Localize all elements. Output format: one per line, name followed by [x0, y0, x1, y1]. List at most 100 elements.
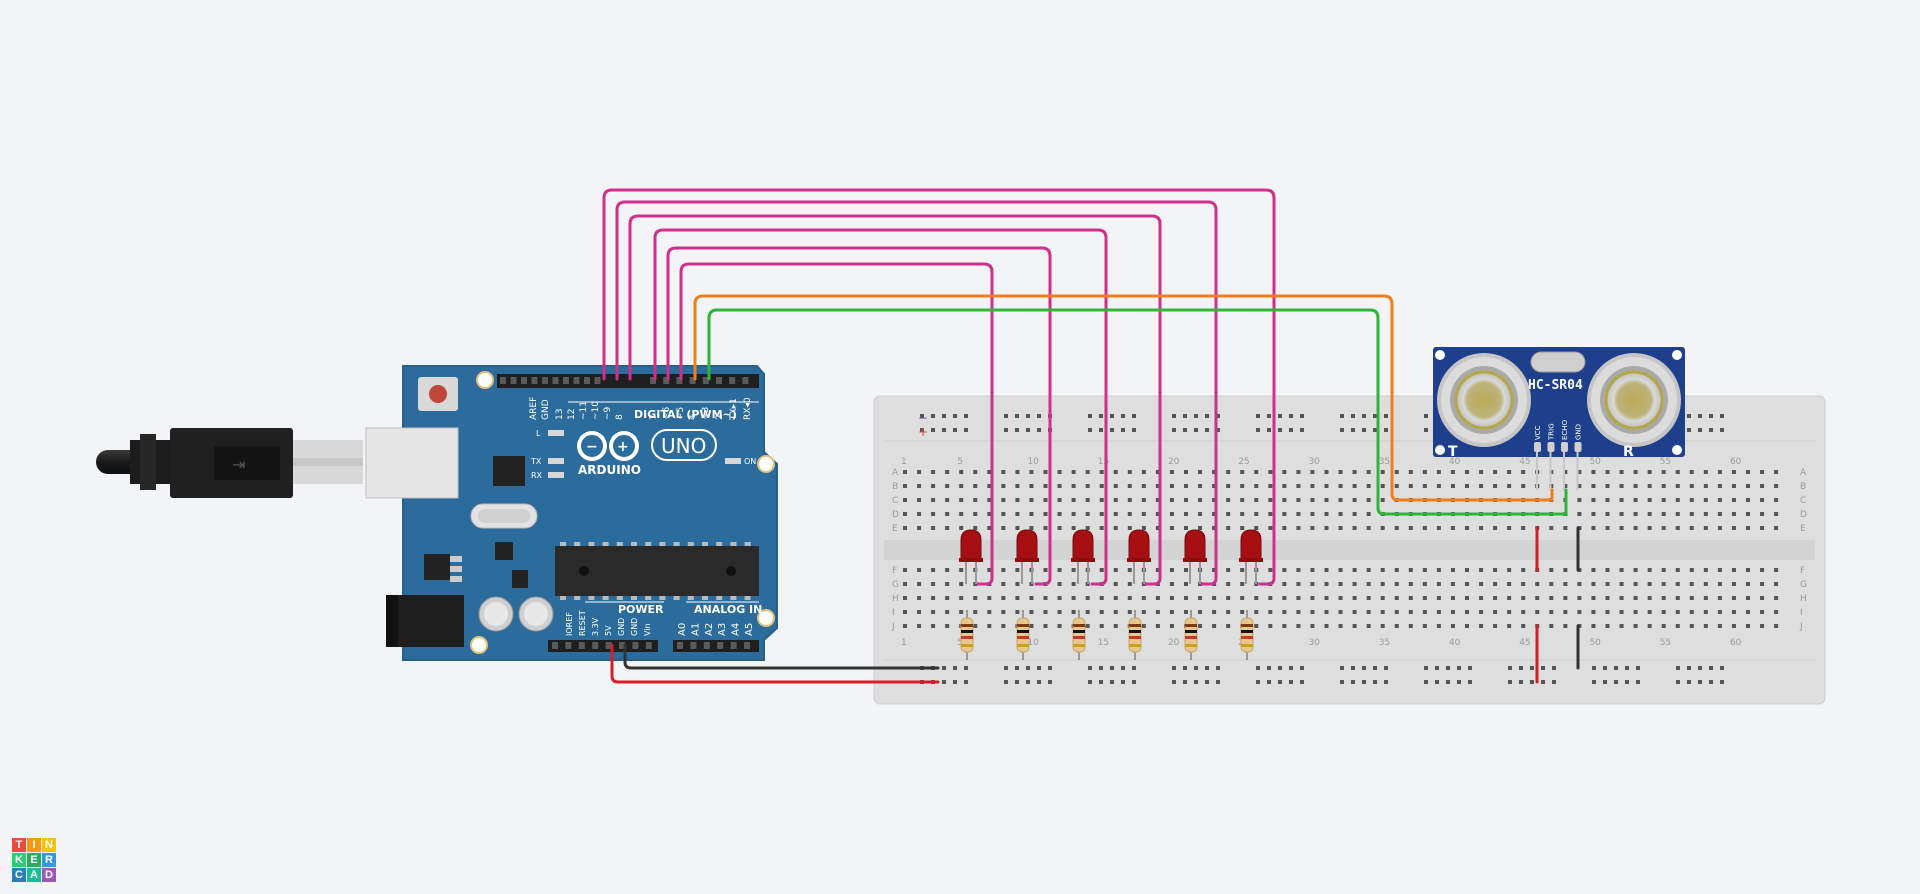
- rail-hole[interactable]: [1424, 428, 1428, 432]
- breadboard-hole[interactable]: [1127, 610, 1132, 614]
- breadboard-hole[interactable]: [1310, 582, 1315, 586]
- breadboard-hole[interactable]: [1521, 582, 1526, 586]
- rail-hole[interactable]: [1300, 666, 1304, 670]
- digital-pin[interactable]: [676, 377, 683, 384]
- breadboard-hole[interactable]: [1689, 498, 1694, 502]
- rail-hole[interactable]: [1048, 680, 1052, 684]
- rail-hole[interactable]: [1015, 428, 1019, 432]
- breadboard-hole[interactable]: [1282, 610, 1287, 614]
- breadboard-hole[interactable]: [1366, 470, 1371, 474]
- breadboard-hole[interactable]: [1380, 498, 1385, 502]
- breadboard-hole[interactable]: [1450, 526, 1455, 530]
- rail-hole[interactable]: [1720, 680, 1724, 684]
- rail-hole[interactable]: [1132, 666, 1136, 670]
- breadboard-hole[interactable]: [1465, 526, 1469, 530]
- breadboard-hole[interactable]: [1141, 526, 1146, 530]
- breadboard-hole[interactable]: [1057, 568, 1062, 572]
- breadboard-hole[interactable]: [1226, 568, 1231, 572]
- rail-hole[interactable]: [1698, 428, 1702, 432]
- breadboard-hole[interactable]: [1731, 610, 1736, 614]
- breadboard-hole[interactable]: [1619, 624, 1624, 628]
- breadboard-hole[interactable]: [1619, 582, 1624, 586]
- breadboard-hole[interactable]: [1605, 568, 1610, 572]
- breadboard-hole[interactable]: [1408, 470, 1413, 474]
- breadboard-hole[interactable]: [1422, 526, 1427, 530]
- rail-hole[interactable]: [1037, 666, 1041, 670]
- breadboard-hole[interactable]: [1619, 610, 1624, 614]
- rail-hole[interactable]: [1267, 414, 1271, 418]
- breadboard-hole[interactable]: [1717, 498, 1722, 502]
- rail-hole[interactable]: [1625, 680, 1629, 684]
- breadboard-hole[interactable]: [1338, 610, 1343, 614]
- breadboard-hole[interactable]: [1563, 624, 1568, 628]
- breadboard-hole[interactable]: [1254, 624, 1259, 628]
- breadboard-hole[interactable]: [1071, 512, 1076, 516]
- breadboard-hole[interactable]: [1521, 624, 1526, 628]
- breadboard-hole[interactable]: [1282, 568, 1287, 572]
- breadboard-hole[interactable]: [1591, 596, 1596, 600]
- breadboard-hole[interactable]: [1085, 596, 1090, 600]
- breadboard-hole[interactable]: [1605, 484, 1610, 488]
- breadboard-hole[interactable]: [1127, 526, 1132, 530]
- breadboard-hole[interactable]: [1647, 624, 1652, 628]
- breadboard-hole[interactable]: [1436, 582, 1441, 586]
- breadboard-hole[interactable]: [1141, 470, 1146, 474]
- breadboard-hole[interactable]: [1282, 484, 1287, 488]
- breadboard-hole[interactable]: [1169, 512, 1174, 516]
- breadboard-hole[interactable]: [903, 596, 907, 600]
- breadboard-hole[interactable]: [1310, 484, 1315, 488]
- rail-hole[interactable]: [1172, 666, 1176, 670]
- breadboard-hole[interactable]: [1436, 596, 1441, 600]
- breadboard-hole[interactable]: [1240, 582, 1245, 586]
- breadboard-hole[interactable]: [1774, 582, 1779, 586]
- breadboard-hole[interactable]: [1057, 596, 1062, 600]
- breadboard-hole[interactable]: [1675, 624, 1680, 628]
- breadboard-hole[interactable]: [1577, 582, 1582, 586]
- rail-hole[interactable]: [1110, 680, 1114, 684]
- rail-hole[interactable]: [1267, 428, 1271, 432]
- breadboard-hole[interactable]: [1731, 484, 1736, 488]
- breadboard-hole[interactable]: [1436, 470, 1441, 474]
- rail-hole[interactable]: [1121, 680, 1125, 684]
- breadboard-hole[interactable]: [1774, 526, 1779, 530]
- rail-hole[interactable]: [1183, 680, 1187, 684]
- breadboard-hole[interactable]: [1436, 624, 1441, 628]
- breadboard-hole[interactable]: [1731, 582, 1736, 586]
- breadboard-hole[interactable]: [1212, 512, 1217, 516]
- breadboard-hole[interactable]: [1043, 568, 1048, 572]
- breadboard-hole[interactable]: [917, 624, 922, 628]
- breadboard-hole[interactable]: [1001, 484, 1006, 488]
- breadboard-hole[interactable]: [1422, 484, 1427, 488]
- breadboard-hole[interactable]: [1268, 484, 1273, 488]
- digital-pin[interactable]: [689, 377, 696, 384]
- breadboard-hole[interactable]: [1338, 484, 1343, 488]
- breadboard-hole[interactable]: [1015, 596, 1020, 600]
- breadboard-hole[interactable]: [1563, 470, 1568, 474]
- breadboard-hole[interactable]: [1043, 610, 1048, 614]
- breadboard-hole[interactable]: [1310, 624, 1315, 628]
- breadboard-hole[interactable]: [1760, 512, 1765, 516]
- rail-hole[interactable]: [1340, 428, 1344, 432]
- breadboard-hole[interactable]: [1113, 498, 1118, 502]
- breadboard-hole[interactable]: [1774, 484, 1779, 488]
- breadboard-hole[interactable]: [987, 470, 992, 474]
- breadboard-hole[interactable]: [945, 526, 950, 530]
- breadboard-hole[interactable]: [1184, 568, 1188, 572]
- rail-hole[interactable]: [1256, 428, 1260, 432]
- breadboard-hole[interactable]: [931, 596, 936, 600]
- rail-hole[interactable]: [1552, 680, 1556, 684]
- rail-hole[interactable]: [1603, 680, 1607, 684]
- breadboard-hole[interactable]: [1760, 470, 1765, 474]
- breadboard-hole[interactable]: [1043, 484, 1048, 488]
- breadboard-hole[interactable]: [1731, 596, 1736, 600]
- breadboard-hole[interactable]: [1352, 624, 1357, 628]
- breadboard-hole[interactable]: [959, 582, 964, 586]
- breadboard-hole[interactable]: [1746, 526, 1750, 530]
- breadboard-hole[interactable]: [1731, 498, 1736, 502]
- breadboard-hole[interactable]: [1141, 512, 1146, 516]
- breadboard-hole[interactable]: [1647, 582, 1652, 586]
- breadboard-hole[interactable]: [1479, 596, 1484, 600]
- digital-pin[interactable]: [663, 377, 670, 384]
- breadboard-hole[interactable]: [1619, 484, 1624, 488]
